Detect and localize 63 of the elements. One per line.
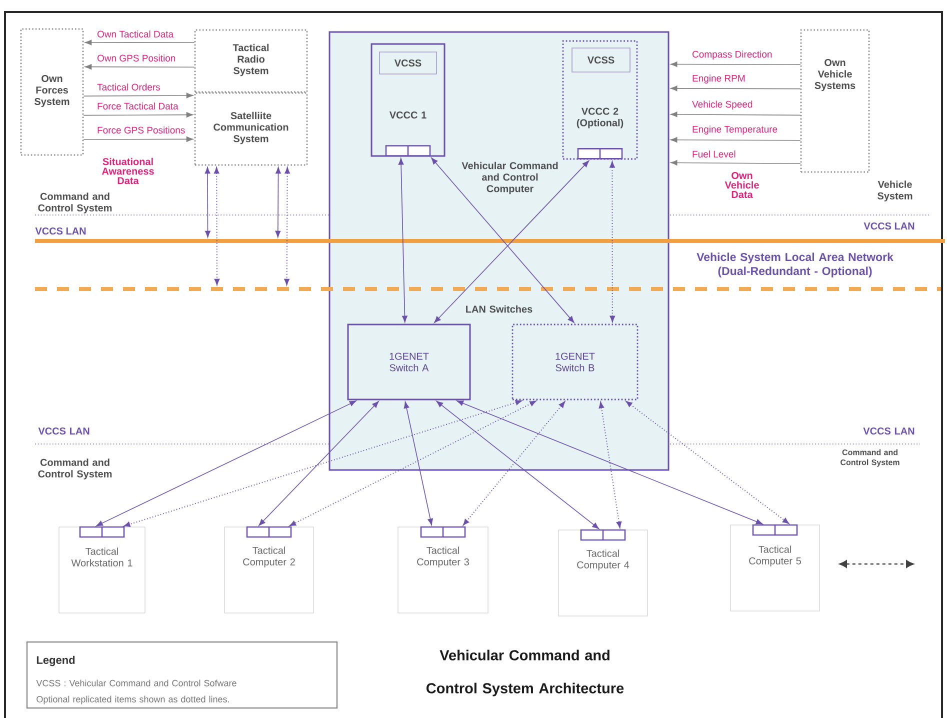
zone-label: Command and Control System xyxy=(840,449,900,467)
edge-label: Compass Direction xyxy=(691,50,774,60)
arrow xyxy=(456,400,763,524)
edge-label: Fuel Level xyxy=(691,150,737,158)
edge-label: Own Tactical Data xyxy=(96,30,174,38)
system-box: Satelliite Communication System xyxy=(194,92,308,166)
arrow xyxy=(598,402,622,528)
title: Vehicular Command and Control System Architecture xyxy=(426,650,624,696)
lan-label: VCCS LAN xyxy=(863,427,914,435)
arrow xyxy=(83,112,194,118)
arrow xyxy=(84,64,195,70)
arrow xyxy=(275,166,281,238)
arrow xyxy=(96,400,356,526)
edge-label: Engine Temperature xyxy=(691,124,778,136)
terminal-box: Tactical Workstation 1 xyxy=(58,526,146,614)
arrow xyxy=(398,158,408,322)
arrow xyxy=(670,160,801,166)
system-box: Tactical Radio System xyxy=(194,29,308,93)
zone-label: Vehicle System xyxy=(878,180,912,202)
edge-label: Engine RPM xyxy=(691,74,746,84)
arrow xyxy=(204,166,210,238)
arrow xyxy=(290,400,536,526)
arrow xyxy=(670,112,801,118)
system-box: Own Forces System xyxy=(20,28,84,156)
arrow xyxy=(610,161,615,322)
lan-line xyxy=(35,287,941,291)
terminal-box: Tactical Computer 2 xyxy=(224,526,314,614)
legend-box: Legend VCSS : Vehicular Command and Control Sofware Optional replicated items shown as dotted lines. xyxy=(26,642,338,708)
edge-label: Tactical Orders xyxy=(96,82,162,92)
terminal-box: Tactical Computer 5 xyxy=(730,524,820,612)
terminal-box: Tactical Computer 4 xyxy=(558,530,648,616)
arrow xyxy=(670,137,801,143)
lan-label: VCCS LAN xyxy=(864,222,914,230)
terminal-box: Tactical Computer 3 xyxy=(398,526,488,614)
edge-label: Force Tactical Data xyxy=(96,102,180,110)
software-box: VCSS xyxy=(379,52,437,74)
arrow xyxy=(626,401,789,524)
edge-label: Force GPS Positions xyxy=(96,126,186,134)
arrow xyxy=(258,401,379,526)
arrow xyxy=(84,40,195,46)
arrow xyxy=(404,401,433,526)
awareness-label: Situational Awareness Data xyxy=(102,158,154,184)
arrow xyxy=(284,167,290,286)
software-box: VCSS xyxy=(572,48,630,72)
computer-box: 1GENET Switch B xyxy=(512,324,638,400)
data-label: Own Vehicle Data xyxy=(724,172,759,198)
computer-box: 1GENET Switch A xyxy=(347,324,471,400)
edge-label: Own GPS Position xyxy=(96,54,176,62)
network-label: Vehicle System Local Area Network (Dual-Redundant - Optional) xyxy=(696,252,894,278)
system-box: Own Vehicle Systems xyxy=(800,29,870,173)
arrow xyxy=(83,92,194,98)
arrow xyxy=(670,62,801,67)
edge-label: Vehicle Speed xyxy=(691,100,754,110)
arrow xyxy=(463,401,566,526)
arrow xyxy=(124,400,522,527)
arrow xyxy=(670,86,801,92)
arrow xyxy=(83,136,194,142)
lan-label: VCCS LAN xyxy=(35,227,86,235)
arrow xyxy=(214,167,220,286)
arrow xyxy=(436,400,600,529)
zone-label: Command and Control System xyxy=(38,192,112,214)
lan-label: VCCS LAN xyxy=(38,427,90,435)
zone-label: Command and Control System xyxy=(38,458,112,480)
